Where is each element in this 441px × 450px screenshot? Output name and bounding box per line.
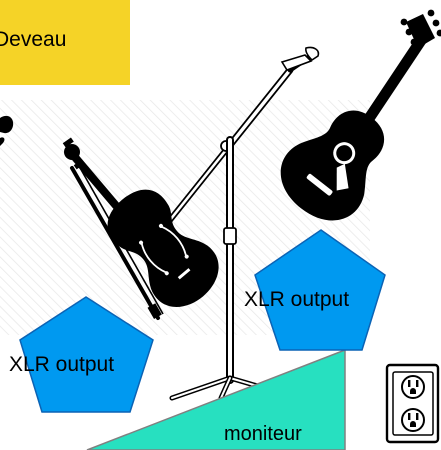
violin-icon	[62, 137, 219, 320]
input-pentagon-left[interactable]: XLR output	[9, 296, 154, 413]
monitor-wedge[interactable]: moniteur	[86, 348, 346, 450]
monitor-label: moniteur	[224, 423, 302, 445]
input-pentagon-right[interactable]: XLR output	[244, 229, 386, 351]
name-header: Deveau	[0, 0, 130, 85]
acoustic-guitar-icon	[280, 9, 441, 221]
pentagon-shape	[254, 229, 386, 351]
name-label: Deveau	[0, 28, 66, 51]
input-label-left: XLR output	[9, 353, 114, 376]
input-label-right: XLR output	[244, 288, 349, 311]
instrument-scroll-icon	[0, 115, 14, 146]
monitor-shape	[86, 348, 346, 450]
name-header-background	[0, 0, 130, 85]
pentagon-shape	[19, 296, 154, 413]
power-outlet-icon	[385, 363, 440, 444]
